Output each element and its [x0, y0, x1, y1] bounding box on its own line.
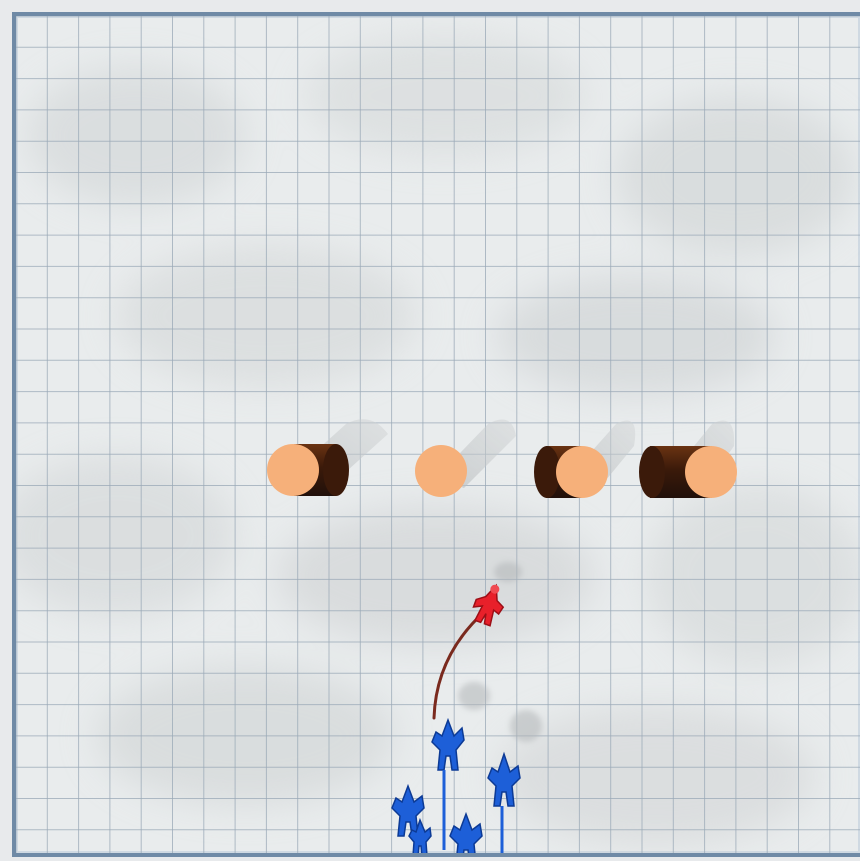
game-viewport[interactable] [12, 12, 860, 857]
log-obstacle-2 [415, 445, 467, 497]
blue-squad[interactable] [392, 720, 520, 857]
log-obstacle-1 [267, 444, 349, 496]
game-board[interactable] [16, 16, 860, 857]
log-obstacle-4 [639, 446, 737, 498]
log-obstacle-3 [534, 446, 608, 498]
blue-soldier-4[interactable] [450, 814, 482, 857]
